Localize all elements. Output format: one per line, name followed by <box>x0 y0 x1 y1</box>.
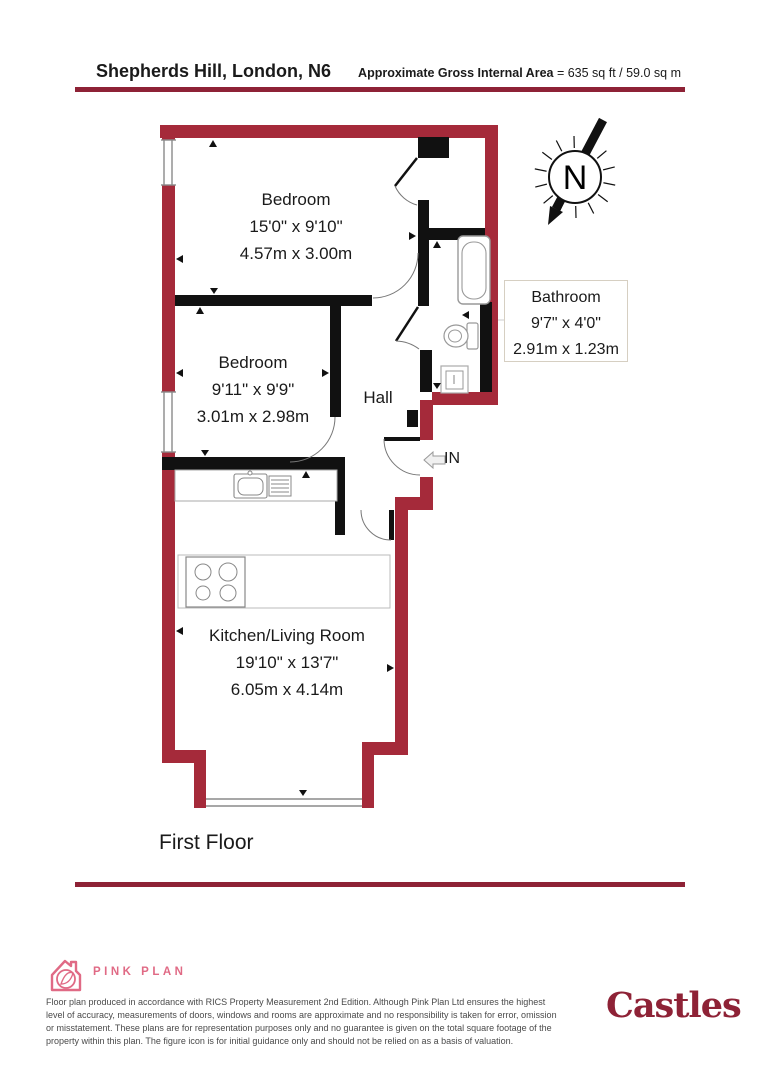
room-dims-metric: 2.91m x 1.23m <box>513 341 619 358</box>
floor-name-label: First Floor <box>159 831 254 854</box>
area-label: Approximate Gross Internal Area <box>358 66 554 80</box>
hob-icon <box>185 556 246 608</box>
entrance-label: IN <box>444 450 460 467</box>
header-rule <box>75 87 685 92</box>
disclaimer-text: Floor plan produced in accordance with R… <box>46 996 557 1048</box>
gross-internal-area: Approximate Gross Internal Area = 635 sq… <box>358 66 681 80</box>
room-name: Bathroom <box>531 289 601 306</box>
toilet-icon <box>443 322 479 350</box>
disclaimer-line: Floor plan produced in accordance with R… <box>46 997 546 1007</box>
room-name: Bedroom <box>261 190 331 209</box>
room-dims-imperial: 9'7" x 4'0" <box>531 315 601 332</box>
page-title: Shepherds Hill, London, N6 <box>96 61 332 81</box>
bathroom-label: Bathroom 9'7" x 4'0" 2.91m x 1.23m <box>504 280 628 362</box>
entrance-arrow-icon <box>423 450 446 470</box>
footer-rule <box>75 882 685 887</box>
castles-logo: Castles <box>606 985 742 1026</box>
kitchen-label: Kitchen/Living Room 19'10" x 13'7" 6.05m… <box>147 622 427 703</box>
room-name: Kitchen/Living Room <box>209 626 365 645</box>
room-dims-metric: 6.05m x 4.14m <box>230 680 344 699</box>
bathtub-icon <box>457 235 491 305</box>
interior-walls <box>162 137 492 540</box>
hall-label: Hall <box>363 388 393 407</box>
room-dims-imperial: 15'0" x 9'10" <box>249 217 343 236</box>
disclaimer-line: level of accuracy, measurements of doors… <box>46 1010 557 1020</box>
compass-icon: N <box>534 117 616 225</box>
windows <box>161 139 362 808</box>
kitchen-sink-icon <box>233 470 292 499</box>
basin-icon <box>440 365 469 394</box>
room-dims-metric: 4.57m x 3.00m <box>239 244 353 263</box>
compass-north-label: N <box>563 159 588 197</box>
outer-walls <box>160 125 498 808</box>
pink-plan-brand: PINK PLAN <box>93 966 187 978</box>
doors <box>289 157 421 541</box>
bedroom2-label: Bedroom 9'11" x 9'9" 3.01m x 2.98m <box>133 349 373 430</box>
room-dims-metric: 3.01m x 2.98m <box>196 407 310 426</box>
room-dims-imperial: 9'11" x 9'9" <box>211 380 295 399</box>
room-dims-imperial: 19'10" x 13'7" <box>235 653 339 672</box>
measurement-arrows <box>176 140 469 796</box>
disclaimer-line: property within this plan. The figure ic… <box>46 1036 514 1046</box>
disclaimer-line: or misstatement. These plans are for rep… <box>46 1023 552 1033</box>
room-name: Bedroom <box>218 353 288 372</box>
area-value: = 635 sq ft / 59.0 sq m <box>553 66 681 80</box>
pink-plan-logo-icon <box>50 959 82 992</box>
bedroom1-label: Bedroom 15'0" x 9'10" 4.57m x 3.00m <box>176 186 416 267</box>
